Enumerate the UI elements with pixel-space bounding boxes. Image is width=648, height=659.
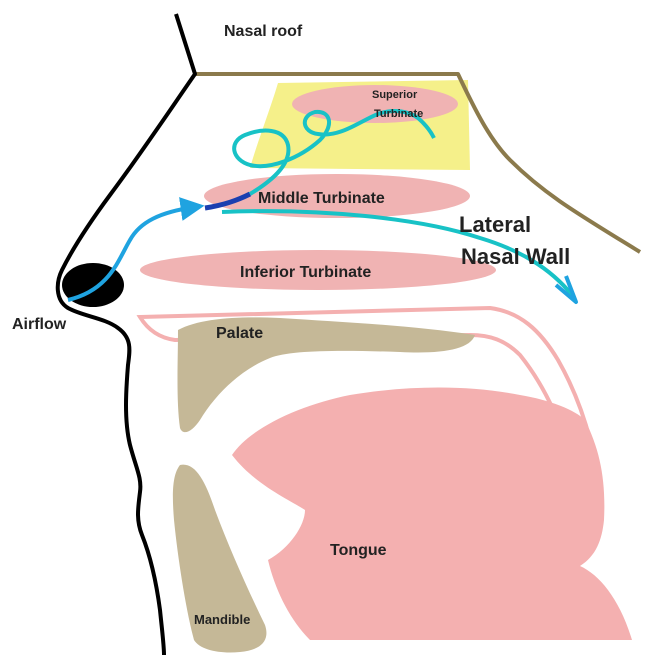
palate-label: Palate bbox=[216, 325, 263, 342]
tongue bbox=[232, 388, 632, 641]
lateral-nasal-wall-label-line2: Nasal Wall bbox=[461, 244, 570, 269]
nasal-roof-label: Nasal roof bbox=[224, 23, 303, 40]
lateral-nasal-wall-label-line1: Lateral bbox=[459, 212, 531, 237]
mandible-label: Mandible bbox=[194, 612, 250, 627]
superior-turbinate-label-line1: Superior bbox=[372, 89, 418, 101]
face-profile-line bbox=[58, 14, 195, 655]
airflow-label: Airflow bbox=[12, 316, 67, 333]
inferior-turbinate-label: Inferior Turbinate bbox=[240, 264, 371, 281]
tongue-label: Tongue bbox=[330, 542, 387, 559]
middle-turbinate-label: Middle Turbinate bbox=[258, 190, 385, 207]
superior-turbinate-label-line2: Turbinate bbox=[374, 108, 423, 120]
